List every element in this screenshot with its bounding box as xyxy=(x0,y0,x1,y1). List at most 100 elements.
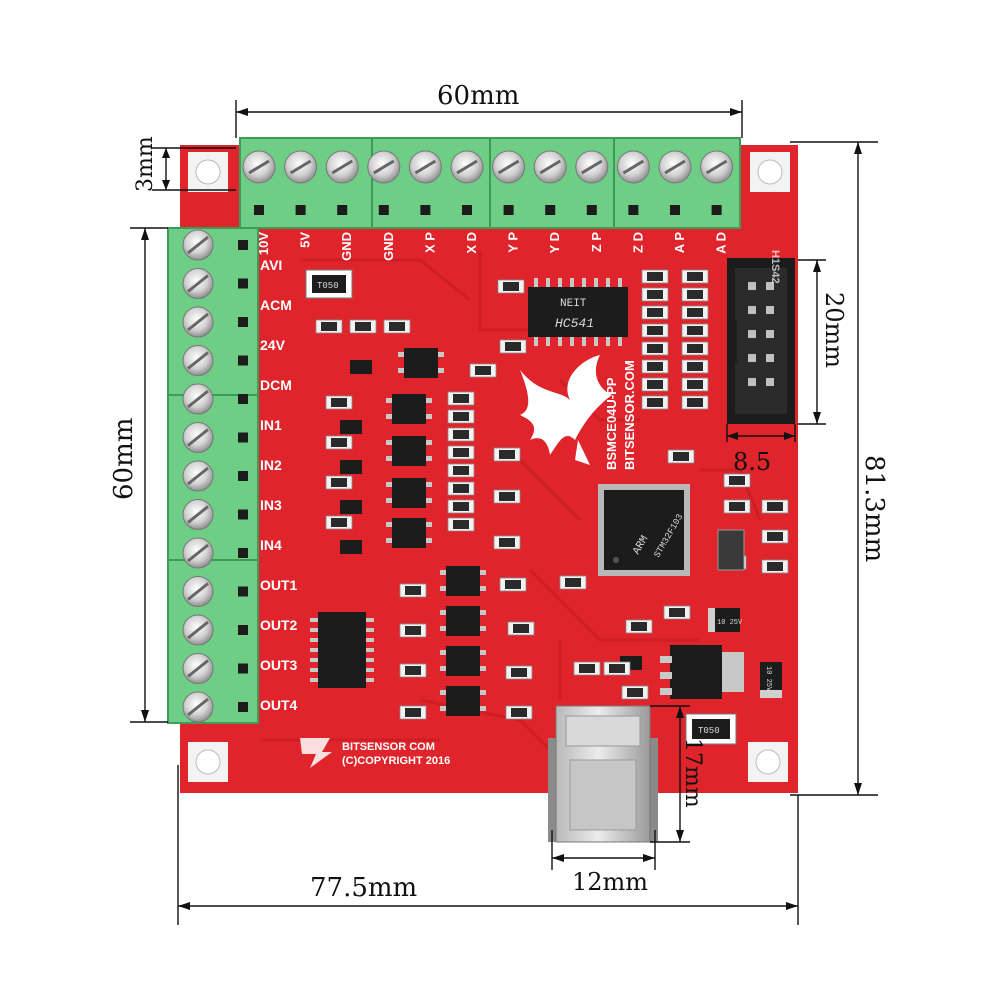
top-terminal-label: 10V xyxy=(256,232,271,255)
smd-resistor xyxy=(447,409,475,424)
brand-text: BITSENSOR COM xyxy=(342,741,435,753)
left-terminal-label: 24V xyxy=(260,337,286,353)
smd-resistor xyxy=(325,395,353,410)
smd-resistor xyxy=(681,305,709,320)
terminal-hole xyxy=(462,205,472,215)
top-terminal-label: GND xyxy=(339,232,354,261)
terminal-hole xyxy=(238,663,248,674)
terminal-screw xyxy=(325,150,359,184)
terminal-screw xyxy=(616,150,650,184)
optocoupler-chip xyxy=(440,566,486,596)
terminal-screw xyxy=(182,499,214,530)
idc-header: H1S42 xyxy=(727,250,795,424)
smd-resistor xyxy=(447,481,475,496)
optocoupler-chip xyxy=(440,686,486,716)
terminal-screw xyxy=(182,268,214,299)
terminal-screw xyxy=(575,150,609,184)
top-terminal-label: Z P xyxy=(589,232,604,253)
smd-resistor xyxy=(325,475,353,490)
smd-resistor xyxy=(641,395,669,410)
dimension-lines xyxy=(130,100,878,925)
smd-resistor xyxy=(399,705,427,720)
smd-resistor xyxy=(469,363,497,378)
smd-resistor xyxy=(493,447,521,462)
fuse-2: T050 xyxy=(685,713,737,745)
terminal-screw xyxy=(492,150,526,184)
left-terminal-label: AVI xyxy=(260,257,282,273)
terminal-screw xyxy=(284,150,318,184)
eagle-logo xyxy=(520,355,612,465)
transistor xyxy=(340,460,362,474)
terminal-hole xyxy=(628,205,639,215)
terminal-screw xyxy=(182,383,214,415)
fuse-1: T050 xyxy=(305,269,353,299)
smd-resistor xyxy=(325,515,353,530)
smd-resistor xyxy=(641,269,669,284)
smd-resistor xyxy=(641,305,669,320)
smd-resistor xyxy=(625,619,653,634)
smd-resistor xyxy=(641,341,669,356)
left-terminal-label: OUT2 xyxy=(260,617,298,633)
smd-resistor xyxy=(383,319,411,334)
terminal-hole xyxy=(238,509,248,520)
smd-resistor xyxy=(761,559,789,574)
usb-b-connector xyxy=(548,705,658,843)
smd-resistor xyxy=(493,535,521,550)
top-terminal-label: 5V xyxy=(298,232,313,248)
smd-resistor xyxy=(325,435,353,450)
terminal-hole xyxy=(238,471,248,481)
transistor xyxy=(340,500,362,514)
website-text: BITSENSOR.COM xyxy=(622,360,637,470)
smd-resistor xyxy=(761,499,789,514)
hc541-label: HC541 xyxy=(555,316,594,331)
left-terminal-label: OUT3 xyxy=(260,657,298,673)
smd-resistor xyxy=(447,499,475,514)
smd-resistor xyxy=(667,449,695,464)
left-terminal-label: OUT1 xyxy=(260,577,298,593)
cap-2-label: 10 25V xyxy=(764,666,772,692)
model-text: BSMCE04U-PP xyxy=(604,377,619,470)
left-terminal-label: IN3 xyxy=(260,497,282,513)
terminal-screw xyxy=(367,150,401,184)
smd-resistor xyxy=(497,279,525,294)
terminal-hole xyxy=(670,205,680,215)
left-terminal-label: IN2 xyxy=(260,457,282,473)
terminal-screw xyxy=(408,150,442,184)
terminal-screw xyxy=(658,150,692,184)
optocoupler-chip xyxy=(398,348,444,378)
smd-resistor xyxy=(399,623,427,638)
top-terminal-label: A P xyxy=(672,232,687,254)
terminal-screw xyxy=(182,576,214,607)
top-terminal-block xyxy=(239,137,741,229)
smd-resistor xyxy=(499,577,527,592)
terminal-hole xyxy=(238,278,248,289)
smd-resistor xyxy=(447,427,475,442)
terminal-screw xyxy=(182,306,214,338)
smd-resistor xyxy=(681,395,709,410)
terminal-hole xyxy=(254,205,264,215)
terminal-screw xyxy=(533,150,567,184)
dim-header-width: 8.5 xyxy=(733,448,771,476)
smd-resistor xyxy=(723,499,751,514)
terminal-hole xyxy=(238,548,248,558)
fuse-1-label: T050 xyxy=(317,281,339,291)
terminal-screw xyxy=(182,345,214,376)
terminal-hole xyxy=(711,205,722,215)
left-terminal-label: DCM xyxy=(260,377,292,393)
smd-resistor xyxy=(559,575,587,590)
top-terminal-label: A D xyxy=(714,232,729,254)
optocoupler-chip xyxy=(440,606,486,636)
hc541-chip: NEIT HC541 xyxy=(528,278,628,346)
smd-resistor xyxy=(349,319,377,334)
smd-resistor xyxy=(663,605,691,620)
cap-1-label: 10 25V xyxy=(717,619,743,627)
terminal-screw xyxy=(242,150,276,184)
smd-resistors xyxy=(315,269,789,720)
top-terminal-label: Y D xyxy=(547,232,562,253)
cap-1: 10 25V xyxy=(708,608,743,632)
smd-resistor xyxy=(681,323,709,338)
terminal-hole xyxy=(586,205,597,215)
terminal-hole xyxy=(238,355,248,366)
